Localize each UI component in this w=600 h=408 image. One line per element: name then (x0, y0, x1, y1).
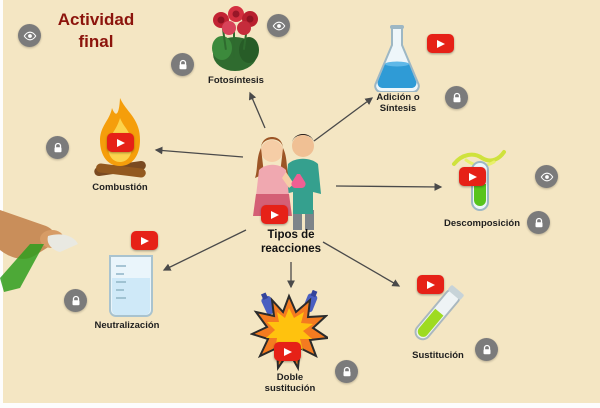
lock-glyph (54, 142, 61, 152)
lock-icon-doble-sustitucion[interactable] (335, 360, 358, 383)
lock-icon-neutralizacion[interactable] (64, 289, 87, 312)
youtube-play-button-combustion[interactable] (107, 133, 134, 152)
lock-glyph (483, 344, 490, 354)
eye-glyph (540, 172, 553, 181)
beaker-illustration (109, 255, 153, 317)
arrow-to-fotosintesis (248, 91, 266, 129)
lock-icon-descomposicion[interactable] (527, 211, 550, 234)
lock-glyph (453, 92, 460, 102)
label-descomposicion: Descomposición (443, 218, 521, 229)
lock-icon-sustitucion[interactable] (475, 338, 498, 361)
arrow-to-combustion (154, 146, 244, 158)
label-doble-sustitucion: Doble sustitución (264, 372, 316, 395)
eye-icon-descomposicion[interactable] (535, 165, 558, 188)
page-edge-left (0, 0, 3, 408)
page-edge-bottom (0, 403, 600, 408)
lock-icon-combustion[interactable] (46, 136, 69, 159)
tilted-tube-image (402, 282, 470, 352)
flask-image (368, 24, 426, 92)
tilted-tube-illustration (414, 285, 464, 341)
label-sustitucion: Sustitución (412, 350, 464, 361)
label-combustion: Combustión (92, 182, 148, 193)
lock-icon-fotosintesis[interactable] (171, 53, 194, 76)
roses-illustration (212, 6, 259, 71)
label-neutralizacion: Neutralización (94, 320, 160, 331)
lock-glyph (535, 217, 542, 227)
youtube-play-button-descomposicion[interactable] (459, 167, 486, 186)
label-fotosintesis: Fotosíntesis (208, 75, 264, 86)
eye-icon-corner[interactable] (18, 24, 41, 47)
youtube-play-button-sustitucion[interactable] (417, 275, 444, 294)
explosion-illustration (250, 290, 328, 372)
lock-glyph (72, 295, 79, 305)
explosion-image (250, 290, 328, 374)
roses-image (203, 6, 267, 76)
lock-glyph (343, 366, 350, 376)
youtube-play-button-adicion[interactable] (427, 34, 454, 53)
page-title: Actividad final (57, 10, 135, 52)
lock-icon-adicion[interactable] (445, 86, 468, 109)
arrow-to-neutralizacion (162, 229, 247, 271)
lock-glyph (179, 59, 186, 69)
hand-photo (0, 192, 105, 292)
center-people-image (243, 126, 335, 232)
youtube-play-button-doble-sustitucion[interactable] (274, 342, 301, 361)
hand-illustration (0, 210, 78, 292)
erlenmeyer-flask-illustration (374, 25, 420, 92)
youtube-play-button-center[interactable] (261, 205, 288, 224)
eye-glyph (272, 21, 285, 30)
center-topic-label: Tipos de reacciones (260, 229, 322, 255)
label-adicion-sintesis: Adición o Síntesis (376, 92, 420, 115)
people-illustration (253, 134, 321, 230)
eye-icon-fotosintesis[interactable] (267, 14, 290, 37)
beaker-image (100, 250, 158, 320)
youtube-play-button-neutralizacion[interactable] (131, 231, 158, 250)
arrow-to-descomposicion (335, 183, 443, 191)
eye-glyph (23, 31, 36, 40)
